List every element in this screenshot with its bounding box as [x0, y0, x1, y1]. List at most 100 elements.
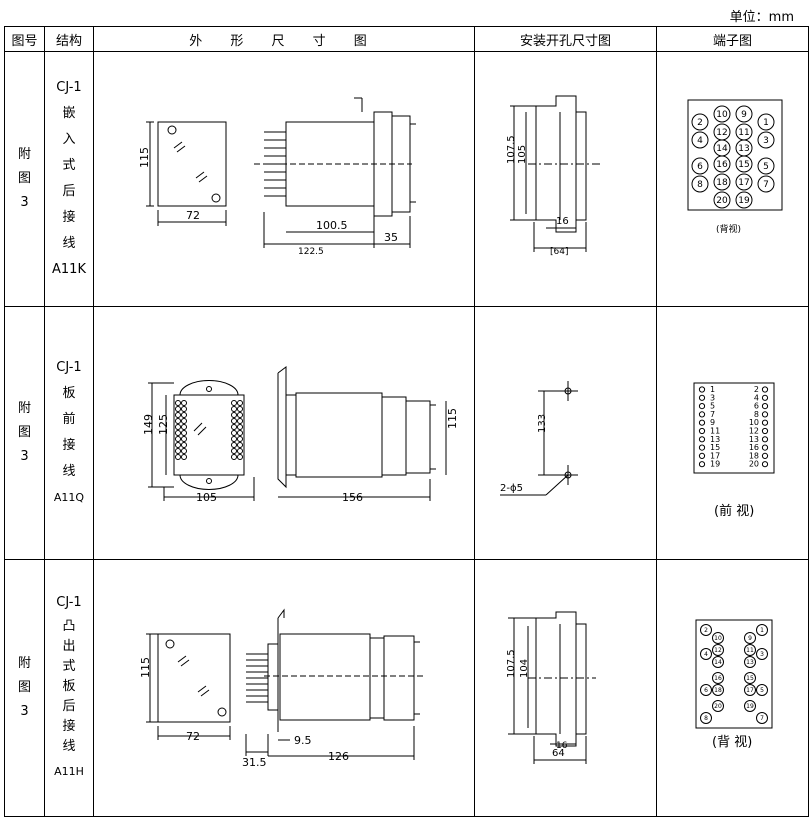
- terminal-circle: [761, 386, 768, 393]
- terminal-block: [687, 99, 782, 211]
- terminal-circle: [691, 113, 708, 131]
- terminal-circle: [761, 403, 768, 410]
- screw-hole: [167, 125, 177, 135]
- terminal-number: 12: [714, 647, 722, 654]
- terminal-number: 4: [753, 393, 758, 402]
- terminal-circle: [698, 386, 705, 393]
- terminal-circle: [698, 436, 705, 443]
- cutout-drawing: 107.5 104 16 64: [474, 559, 657, 817]
- terminal-number: 6: [697, 162, 703, 172]
- dim-side: 115: [446, 408, 459, 429]
- structure-label: CJ-1 板前接线 A11Q: [44, 306, 94, 560]
- outline-drawing: 115 72 31.5: [93, 559, 475, 817]
- terminal-number: 18: [748, 451, 758, 460]
- terminal-circle: [757, 175, 774, 193]
- header-outline: 外 形 尺 寸 图: [93, 26, 475, 52]
- terminal-number: 12: [748, 427, 758, 436]
- front-panel: [157, 121, 227, 207]
- terminal-number: 2: [697, 118, 703, 128]
- terminal-number: 4: [704, 651, 708, 658]
- front-panel: [173, 394, 245, 476]
- dim-spacing: 133: [537, 414, 548, 433]
- terminal-circle: [713, 105, 730, 123]
- terminal-number: 7: [710, 410, 715, 419]
- terminal-circle: [761, 394, 768, 401]
- terminal-circle: [761, 411, 768, 418]
- terminal-view-label: (前 视): [714, 503, 754, 519]
- terminal-circle: [713, 155, 730, 173]
- terminal-number: 14: [714, 659, 722, 666]
- terminal-number: 17: [738, 178, 749, 188]
- structure-label: CJ-1 凸出式板后接线 A11H: [44, 559, 94, 817]
- terminal-circle: [757, 113, 774, 131]
- terminal-circle: [743, 632, 756, 644]
- terminal-circle: [711, 656, 724, 668]
- dim-width: 72: [186, 730, 200, 743]
- terminal-number: 6: [704, 687, 708, 694]
- terminal-number: 8: [753, 410, 758, 419]
- terminal-circle: [755, 684, 768, 696]
- terminal-number: 3: [710, 393, 715, 402]
- terminal-circle: [699, 684, 712, 696]
- terminal-number: 15: [746, 675, 754, 682]
- structure-label: CJ-1 嵌入式后接线 A11K: [44, 51, 94, 307]
- terminal-number: 10: [748, 418, 758, 427]
- cutout-drawing-svg: 133 2-ϕ5: [499, 381, 578, 496]
- relay-body: [279, 633, 371, 721]
- terminal-circle: [757, 131, 774, 149]
- dim-depth-1: 100.5: [316, 219, 348, 232]
- terminal-number: 7: [763, 180, 769, 190]
- terminal-column-left: [175, 400, 187, 460]
- terminal-circle: [743, 644, 756, 656]
- terminal-circle: [735, 155, 752, 173]
- terminal-circle: [698, 403, 705, 410]
- terminal-number: 3: [763, 136, 769, 146]
- terminal-number: 15: [738, 160, 749, 170]
- header-terminal: 端子图: [656, 26, 809, 52]
- terminal-number: 8: [704, 715, 708, 722]
- terminal-number: 2: [753, 385, 758, 394]
- terminal-pins: [246, 653, 268, 703]
- terminal-number: 1: [760, 627, 764, 634]
- terminal-number: 20: [748, 460, 758, 469]
- terminal-circle: [743, 684, 756, 696]
- terminal-number: 11: [710, 427, 720, 436]
- terminal-circle: [743, 656, 756, 668]
- dim-w1: 16: [556, 741, 568, 751]
- terminal-circle: [711, 632, 724, 644]
- terminal-number: 9: [741, 110, 747, 120]
- dim-width: 72: [186, 209, 200, 222]
- terminal-circle: [698, 452, 705, 459]
- dim-d2: 31.5: [242, 756, 267, 769]
- terminal-number: 9: [710, 418, 715, 427]
- terminal-circle: [761, 419, 768, 426]
- terminal-circle: [698, 411, 705, 418]
- header-fig-no: 图号: [4, 26, 45, 52]
- terminal-circle: [699, 648, 712, 660]
- terminal-view-label: (背 视): [712, 735, 752, 750]
- dim-inner: 105: [517, 145, 528, 164]
- front-panel: [157, 633, 231, 723]
- terminal-number: 3: [760, 651, 764, 658]
- relay-body: [295, 392, 383, 478]
- terminal-number: 7: [760, 715, 764, 722]
- outline-drawing-svg: 115 72 31.5: [139, 608, 424, 769]
- dim-w1: 16: [556, 216, 569, 227]
- terminal-circle: [735, 191, 752, 209]
- dim-d3: 126: [328, 750, 349, 763]
- header-cutout: 安装开孔尺寸图: [474, 26, 657, 52]
- terminal-circle: [711, 644, 724, 656]
- terminal-number: 19: [738, 196, 750, 206]
- terminal-number: 10: [716, 110, 728, 120]
- terminal-circle: [755, 624, 768, 636]
- dim-depth: 156: [342, 491, 363, 504]
- dim-height: 115: [138, 147, 151, 168]
